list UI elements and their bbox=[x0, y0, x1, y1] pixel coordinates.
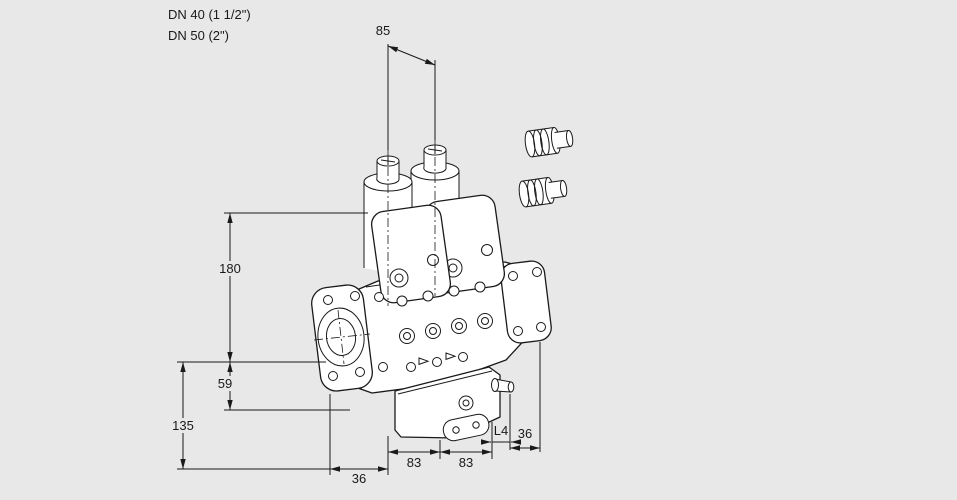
dim-83-left: 83 bbox=[406, 455, 422, 470]
dim-36-right: 36 bbox=[517, 426, 533, 441]
flow-arrow-icon bbox=[418, 357, 430, 366]
lower-block bbox=[394, 366, 501, 442]
label-dn40: DN 40 (1 1/2") bbox=[168, 7, 251, 22]
dim-59: 59 bbox=[211, 376, 239, 391]
dim-36-bottom: 36 bbox=[351, 471, 367, 486]
flange-left bbox=[311, 284, 373, 392]
dim-83-right: 83 bbox=[458, 455, 474, 470]
label-dn50: DN 50 (2") bbox=[168, 28, 229, 43]
dim-l4: L4 bbox=[493, 423, 509, 438]
dimension-lines bbox=[177, 44, 541, 475]
body-details bbox=[374, 281, 493, 372]
coil-housing-left bbox=[370, 204, 452, 304]
dim-85: 85 bbox=[375, 23, 391, 38]
fitting-lower bbox=[518, 176, 568, 208]
test-nipple bbox=[491, 378, 515, 393]
fitting-upper bbox=[524, 126, 574, 158]
flow-arrow-icon bbox=[445, 352, 457, 361]
flange-right bbox=[500, 260, 552, 344]
dim-180: 180 bbox=[214, 261, 246, 276]
dim-135: 135 bbox=[166, 418, 200, 433]
center-lines bbox=[313, 140, 436, 365]
